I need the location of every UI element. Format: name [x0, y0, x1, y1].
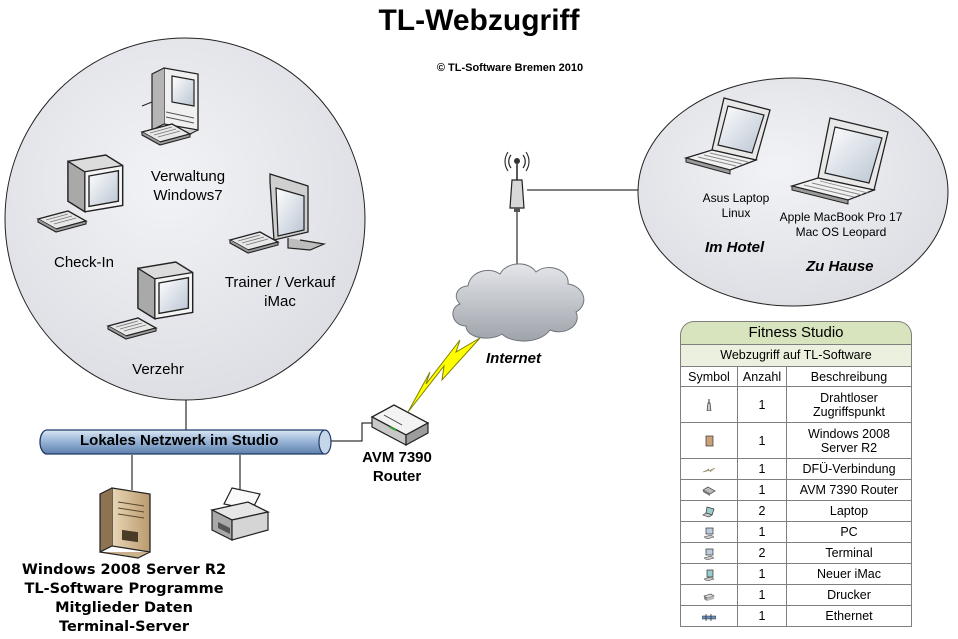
lan-label: Lokales Netzwerk im Studio: [80, 432, 279, 449]
legend-header-symbol: Symbol: [680, 366, 738, 387]
checkin-label: Check-In: [53, 254, 115, 271]
server-icon: [99, 487, 151, 559]
internet-label: Internet: [486, 350, 542, 367]
legend-row: 1 Neuer iMac: [680, 563, 912, 585]
asus-laptop-icon: [683, 97, 771, 175]
copyright-text: © TL-Software Bremen 2010: [436, 62, 584, 74]
macbook-laptop-icon: [789, 117, 889, 205]
ethernet-icon: [702, 613, 716, 621]
wireless-access-point-icon: [504, 151, 530, 212]
printer-icon: [210, 487, 270, 541]
legend-row: 1 DFÜ-Verbindung: [680, 458, 912, 480]
legend-row: 1 Drucker: [680, 584, 912, 606]
legend-subtitle: Webzugriff auf TL-Software: [680, 344, 912, 366]
legend-row: 1 AVM 7390 Router: [680, 479, 912, 501]
zuhause-label: Zu Hause: [806, 258, 874, 275]
printer-icon: [703, 593, 715, 601]
dialup-connection-icon: [702, 467, 716, 472]
asus-label: Asus Laptop Linux: [702, 191, 770, 220]
internet-cloud-icon: [452, 263, 585, 342]
wireless-access-point-icon: [706, 399, 712, 412]
trainer-imac-icon: [229, 173, 327, 254]
legend-title: Fitness Studio: [680, 321, 912, 344]
page-title: TL-Webzugriff: [378, 4, 580, 37]
router-label: AVM 7390 Router: [362, 449, 432, 485]
laptop-icon: [702, 506, 715, 518]
lan-pipe: [39, 429, 332, 455]
server-label: Windows 2008 Server R2 TL-Software Progr…: [21, 562, 227, 635]
legend-header-desc: Beschreibung: [786, 366, 912, 387]
lightning-bolt-icon: [407, 337, 481, 413]
verzehr-label: Verzehr: [132, 361, 184, 378]
verwaltung-label: Verwaltung Windows7: [150, 168, 226, 204]
legend-header-count: Anzahl: [737, 366, 787, 387]
imac-icon: [703, 569, 715, 581]
legend-row: 2 Terminal: [680, 542, 912, 564]
legend-row: 2 Laptop: [680, 500, 912, 522]
apple-label: Apple MacBook Pro 17 Mac OS Leopard: [779, 210, 903, 239]
hotel-label: Im Hotel: [705, 239, 765, 256]
trainer-label: Trainer / Verkauf iMac: [224, 274, 336, 310]
connection-lines: [131, 189, 640, 490]
legend-row: 1 PC: [680, 521, 912, 543]
legend-table: Fitness Studio Webzugriff auf TL-Softwar…: [680, 321, 912, 627]
router-icon: [702, 486, 716, 496]
pc-icon: [703, 527, 715, 539]
server-icon: [705, 435, 714, 447]
terminal-icon: [703, 548, 715, 560]
legend-header-row: Symbol Anzahl Beschreibung: [680, 366, 912, 387]
router-icon: [370, 404, 430, 447]
verwaltung-pc-icon: [141, 67, 199, 146]
legend-row: 1 Ethernet: [680, 605, 912, 627]
studio-network-circle: [4, 37, 366, 401]
remote-access-circle: [637, 77, 949, 307]
